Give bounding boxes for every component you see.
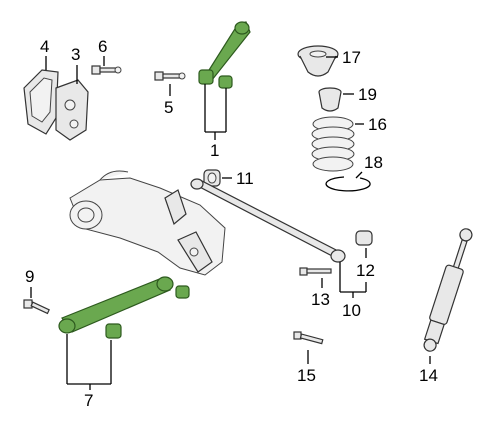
bolt-part-6	[91, 65, 122, 75]
callout-7: 7	[84, 391, 93, 410]
bolt-part-13	[299, 267, 332, 276]
bump-stop-part-19	[318, 87, 342, 112]
bolt-part-5	[154, 71, 186, 81]
callout-17: 17	[342, 48, 361, 67]
callout-3: 3	[71, 45, 80, 64]
callout-11: 11	[236, 169, 254, 188]
callout-5: 5	[164, 98, 173, 117]
callout-9: 9	[25, 267, 34, 286]
callout-6: 6	[98, 37, 107, 56]
coil-spring-part-16	[311, 116, 355, 172]
callout-18: 18	[364, 153, 383, 172]
axle-housing	[69, 170, 226, 276]
callout-13: 13	[311, 290, 330, 309]
bushing-part-11	[203, 169, 221, 187]
callout-19: 19	[358, 85, 377, 104]
callout-10: 10	[342, 301, 361, 320]
bolt-part-9	[23, 299, 50, 315]
bushing-part-12	[355, 230, 373, 246]
leader-lines	[30, 56, 431, 390]
callout-16: 16	[368, 115, 387, 134]
lateral-rod-part-10	[190, 178, 346, 263]
callout-12: 12	[356, 261, 375, 280]
callout-labels: 1 3 4 5 6 7 9 10 11 12 13 14 15 16 17 18…	[25, 37, 438, 410]
spring-seat-part-17	[297, 45, 339, 77]
snap-ring-part-18	[325, 176, 371, 192]
callout-4: 4	[40, 37, 49, 56]
mount-part-3	[55, 79, 89, 141]
callout-14: 14	[419, 366, 438, 385]
lower-control-arm-part-7	[58, 276, 190, 339]
shock-absorber-part-14	[423, 228, 473, 352]
bolt-part-15	[293, 331, 324, 345]
callout-15: 15	[297, 366, 316, 385]
bracket-part-4	[23, 69, 59, 135]
upper-control-arm-part-1	[198, 21, 251, 89]
callout-1: 1	[210, 141, 219, 160]
